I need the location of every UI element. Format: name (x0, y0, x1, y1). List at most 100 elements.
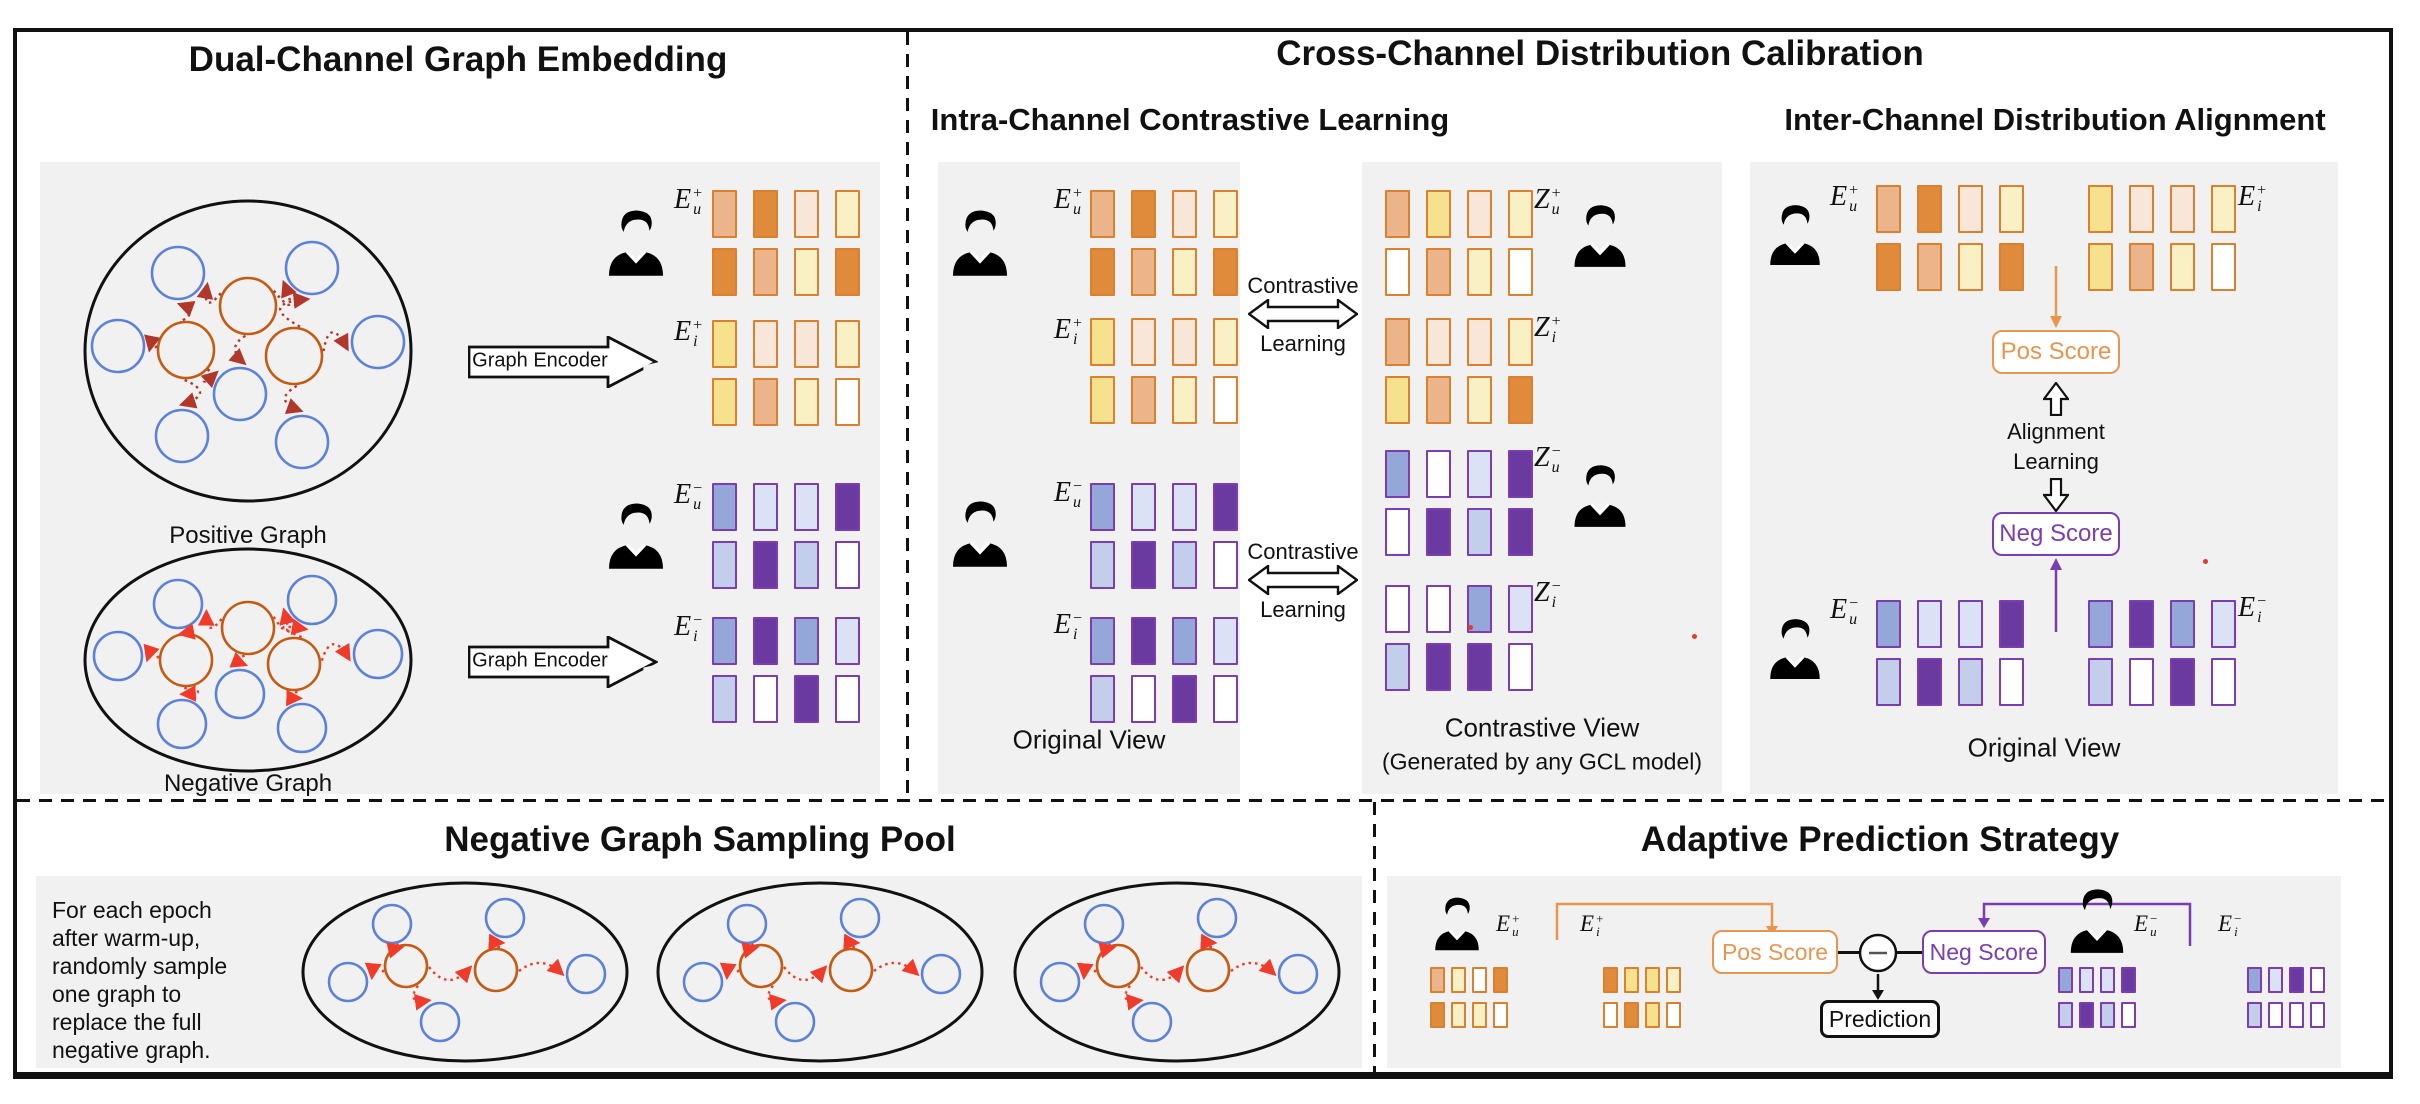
matrix-cell (2268, 1002, 2283, 1028)
item-icon (948, 621, 1016, 713)
matrix-cell (1131, 675, 1156, 723)
matrix-cell (753, 675, 778, 723)
matrix-cell (1508, 190, 1533, 238)
negative-graph-ellipse (82, 546, 414, 779)
contrastive-view-caption: Contrastive View (1444, 712, 1640, 743)
matrix-cell (1917, 600, 1942, 648)
matrix-cell (1213, 190, 1238, 238)
stray-dot-3 (2203, 559, 2208, 564)
graph-svg (83, 547, 413, 773)
embedding-label-ei-neg: E−i (674, 611, 703, 645)
embedding-label-eu-neg: E−u (2134, 911, 2158, 939)
otimes-icon-positive (2032, 215, 2080, 263)
matrix-cell (1624, 1002, 1639, 1028)
matrix-cell (2170, 185, 2195, 233)
matrix-cell (2129, 600, 2154, 648)
graph-svg (301, 881, 629, 1063)
positive-graph-ellipse (82, 198, 414, 509)
embedding-label-ei-neg: E−i (2218, 911, 2242, 939)
matrix-cell (753, 378, 778, 426)
matrix-cell (2211, 243, 2236, 291)
title-cross-channel: Cross-Channel Distribution Calibration (1276, 34, 1924, 73)
panel-inter-channel (1750, 162, 2338, 794)
matrix-cell (2289, 967, 2304, 993)
matrix-cell (1508, 248, 1533, 296)
user-icon (1762, 602, 1828, 694)
contrastive-double-arrow-bottom (1248, 565, 1358, 595)
matrix-cell (1172, 318, 1197, 366)
neg-score-box-adaptive: Neg Score (1922, 930, 2046, 974)
matrix-cell (1493, 967, 1508, 993)
matrix-cell (1172, 675, 1197, 723)
matrix-cell (712, 541, 737, 589)
user-icon (1762, 188, 1828, 280)
embedding-label-ei-neg: E−i (1053, 609, 1082, 643)
matrix-cell (1385, 508, 1410, 556)
matrix-cell (2170, 658, 2195, 706)
matrix-cell (1426, 643, 1451, 691)
matrix-cell (1467, 318, 1492, 366)
item-icon (2264, 600, 2326, 684)
embedding-label-zi-neg: Z−i (1534, 577, 1561, 611)
matrix-cell (1426, 508, 1451, 556)
matrix-cell (2058, 1002, 2073, 1028)
matrix-cell (1131, 483, 1156, 531)
matrix-cell (794, 378, 819, 426)
matrix-cell (2088, 658, 2113, 706)
matrix-cell (2310, 967, 2325, 993)
matrix-cell (1172, 190, 1197, 238)
matrix-cell (1131, 190, 1156, 238)
arrow-to-neg-score (2050, 558, 2062, 632)
matrix-cell (1426, 318, 1451, 366)
matrix-cell (2247, 967, 2262, 993)
divider-horizontal (17, 799, 2393, 802)
sampling-pool-note: For each epoch after warm-up, randomly s… (52, 897, 228, 1064)
learning-word-top: Learning (1260, 331, 1346, 356)
matrix-cell (1451, 1002, 1466, 1028)
embedding-label-eu-neg: E−u (674, 479, 703, 513)
matrix-cell (1467, 643, 1492, 691)
matrix-cell (1467, 248, 1492, 296)
matrix-cell (794, 248, 819, 296)
matrix-cell (2100, 1002, 2115, 1028)
item-icon (1618, 884, 1676, 958)
matrix-cell (1172, 483, 1197, 531)
matrix-cell (1385, 190, 1410, 238)
matrix-cell (2121, 1002, 2136, 1028)
matrix-cell (1131, 541, 1156, 589)
pool-graph-ellipse-2 (655, 880, 985, 1069)
matrix-cell (2129, 243, 2154, 291)
matrix-cell (1385, 450, 1410, 498)
matrix-cell (1508, 450, 1533, 498)
embedding-label-ei-neg: E−i (2238, 592, 2267, 626)
matrix-cell (835, 378, 860, 426)
graph-encoder-arrow-negative (468, 636, 658, 688)
prediction-box: Prediction (1820, 1000, 1940, 1038)
matrix-cell (1131, 248, 1156, 296)
graph-encoder-label-positive: Graph Encoder (472, 349, 608, 372)
matrix-cell (794, 320, 819, 368)
matrix-cell (1426, 376, 1451, 424)
matrix-cell (1213, 617, 1238, 665)
matrix-cell (1090, 675, 1115, 723)
matrix-cell (1467, 190, 1492, 238)
matrix-cell (1958, 185, 1983, 233)
matrix-cell (1508, 643, 1533, 691)
item-icon (604, 324, 674, 416)
matrix-cell (712, 320, 737, 368)
embedding-label-eu-neg: E−u (1830, 594, 1859, 628)
matrix-cell (794, 190, 819, 238)
matrix-cell (1172, 617, 1197, 665)
matrix-cell (712, 378, 737, 426)
graph-svg (656, 881, 984, 1063)
learning-word-bottom: Learning (1260, 597, 1346, 622)
matrix-cell (835, 541, 860, 589)
otimes-icon-positive-small (1540, 946, 1574, 980)
matrix-cell (1426, 585, 1451, 633)
matrix-cell (753, 617, 778, 665)
matrix-cell (2100, 967, 2115, 993)
minus-circle (1858, 933, 1898, 973)
user-icon (1566, 450, 1634, 540)
matrix-cell (1472, 1002, 1487, 1028)
